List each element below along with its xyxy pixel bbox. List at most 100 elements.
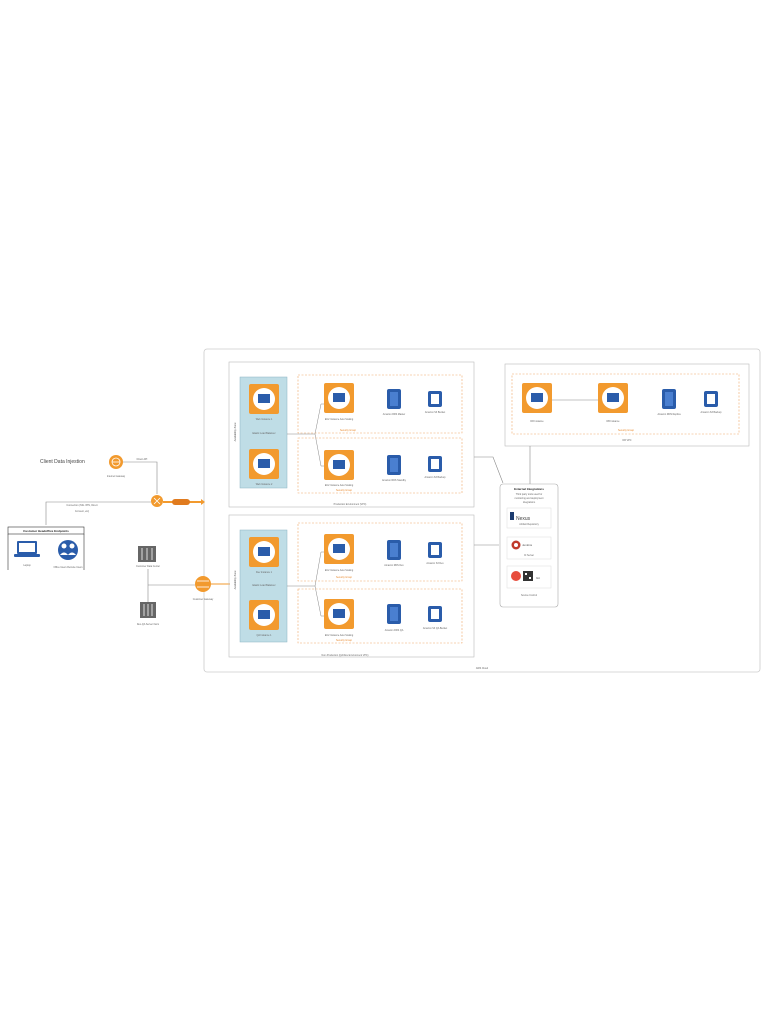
nonprod-rds-1-icon xyxy=(387,540,401,560)
prod-ec2-1-label: EC2 Instance Auto Scaling xyxy=(325,418,354,421)
nonprod-ec2-2-icon xyxy=(324,599,354,629)
users-label: Office Users Remote Users xyxy=(53,566,83,569)
dr-vpc: Security Group DR VPC DR Instance DB Ins… xyxy=(504,363,750,447)
prod-s3-2-icon xyxy=(428,456,442,472)
nonprod-group-2-label: Security Group xyxy=(336,639,353,642)
prod-web-instance-1-label: Web Instance 1 xyxy=(256,418,273,421)
nonprod-security-group-2 xyxy=(297,588,463,644)
prod-s3-1-label: Amazon S3 Bucket xyxy=(425,411,446,414)
devices-box-title-text: Customer Headoffice Endpoints xyxy=(23,529,69,533)
connection-line xyxy=(45,501,151,525)
prod-rds-2-icon xyxy=(387,455,401,475)
dr-instance-icon xyxy=(522,383,552,413)
nonprod-az-label: Availability Zone xyxy=(233,570,237,589)
connection-label-1: Connection (SSL VPN, Direct xyxy=(66,504,97,507)
connection-label-2: Connect, etc) xyxy=(75,510,89,513)
nonprod-elb-label: Elastic Load Balancer xyxy=(252,584,275,587)
devices-box-title xyxy=(7,526,85,535)
nonprod-ec2-2-label: EC2 Instance Auto Scaling xyxy=(325,634,354,637)
dr-vpc-title: DR VPC xyxy=(622,439,631,442)
qa-instance-icon xyxy=(249,600,279,630)
data-center-server-icon xyxy=(138,546,156,562)
git-name: Git xyxy=(536,576,540,580)
cloud-link-label: Direct API xyxy=(137,458,148,461)
prod-web-instance-1-icon xyxy=(249,384,279,414)
prod-s3-1-icon xyxy=(428,391,442,407)
prod-az-label: Availability Zone xyxy=(233,422,237,441)
cloud-link-line xyxy=(123,461,158,494)
prod-web-instance-2-label: Web Instance 2 xyxy=(256,483,273,486)
customer-gateway-icon xyxy=(195,576,211,592)
integrations-title: External Integrations xyxy=(514,487,544,491)
vpn-router-icon xyxy=(151,495,163,507)
client-ingestion-label: Client Data Injestion xyxy=(40,459,85,465)
jenkins-name: Jenkins xyxy=(522,543,533,547)
laptop-icon xyxy=(14,541,40,557)
dr-s3-label: Amazon S3 Backup xyxy=(701,411,723,414)
external-integrations: External Integrations Third party tools … xyxy=(499,483,559,608)
dr-rds-icon xyxy=(662,389,676,409)
users-icon xyxy=(58,540,78,560)
internet-gateway-icon xyxy=(109,455,123,469)
prod-rds-1-label: Amazon RDS Master xyxy=(383,413,406,416)
laptop-label: Laptop xyxy=(23,564,31,567)
dr-db-instance-icon xyxy=(598,383,628,413)
dr-security-group xyxy=(511,373,740,435)
vpn-tunnel-arrow-icon xyxy=(163,499,205,505)
prod-ec2-2-icon xyxy=(324,450,354,480)
nonprod-rds-2-icon xyxy=(387,604,401,624)
prod-s3-2-label: Amazon S3 Backup xyxy=(425,476,447,479)
nonprod-vpc: Non-Production (QA/Dev Environment VPC) … xyxy=(228,514,475,658)
jenkins-label: CI Server xyxy=(524,554,534,557)
dr-rds-label: Amazon RDS Replica xyxy=(657,413,681,416)
nonprod-rds-2-label: Amazon RDS QA xyxy=(385,629,404,632)
jenkins-logo-icon xyxy=(511,540,521,550)
prod-group-2-label: Security Group xyxy=(336,489,353,492)
nonprod-s3-1-icon xyxy=(428,542,442,558)
prod-web-instance-2-icon xyxy=(249,449,279,479)
integrations-subtitle-2: monitoring and deployment xyxy=(515,497,544,500)
nonprod-group-1-label: Security Group xyxy=(336,576,353,579)
prod-rds-1-icon xyxy=(387,389,401,409)
prod-security-group-1 xyxy=(297,374,463,434)
nonprod-security-group-1 xyxy=(297,522,463,582)
git-logo-icon xyxy=(511,571,533,581)
internet-gateway-label: Internet Gateway xyxy=(107,475,126,478)
prod-rds-2-label: Amazon RDS Standby xyxy=(382,479,407,482)
prod-ec2-1-icon xyxy=(324,383,354,413)
prod-group-1-label: Security Group xyxy=(340,429,357,432)
server-farm-icon xyxy=(140,602,156,618)
nonprod-ec2-1-label: EC2 Instance Auto Scaling xyxy=(325,569,354,572)
nonprod-ec2-1-icon xyxy=(324,534,354,564)
nexus-name: Nexus xyxy=(516,516,531,522)
dr-instance-label: DR Instance xyxy=(530,420,544,423)
prod-to-integrations-line xyxy=(474,456,504,484)
aws-cloud-label: AWS Cloud xyxy=(476,667,489,670)
nonprod-s3-2-icon xyxy=(428,606,442,622)
server-farm-label: Dev-QA Server Farm xyxy=(137,623,159,626)
git-label: Source Control xyxy=(521,594,537,597)
nexus-logo-icon xyxy=(510,512,514,520)
dev-instance-label: Dev Instance 1 xyxy=(256,571,273,574)
dev-instance-icon xyxy=(249,537,279,567)
prod-security-group-2 xyxy=(297,437,463,494)
nonprod-s3-2-label: Amazon S3 QA Bucket xyxy=(423,627,448,630)
dr-group-label: Security Group xyxy=(618,429,635,432)
dr-db-instance-label: DB Instance xyxy=(606,420,620,423)
nonprod-rds-1-label: Amazon RDS Dev xyxy=(384,564,404,567)
customer-gateway-label: Customer Gateway xyxy=(193,598,214,601)
nonprod-s3-1-label: Amazon S3 Dev xyxy=(426,562,444,565)
prod-elb-label: Elastic Load Balancer xyxy=(252,432,275,435)
integrations-subtitle-1: Third party tools used for xyxy=(516,493,543,496)
production-vpc: Production Environment (VPC) Availabilit… xyxy=(228,361,475,508)
dr-s3-icon xyxy=(704,391,718,407)
aws-cloud-boundary xyxy=(203,348,761,673)
qa-instance-label: QA Instance 1 xyxy=(256,634,272,637)
prod-vpc-title: Production Environment (VPC) xyxy=(334,503,367,506)
integrations-subtitle-3: integrations xyxy=(523,501,536,504)
data-center-label: Customer Data Center xyxy=(136,565,160,568)
nexus-label: Artifact Repository xyxy=(519,523,539,526)
client-side: Client Data Injestion Internet Gateway D… xyxy=(7,455,230,626)
nonprod-vpc-title: Non-Production (QA/Dev Environment VPC) xyxy=(322,654,369,657)
